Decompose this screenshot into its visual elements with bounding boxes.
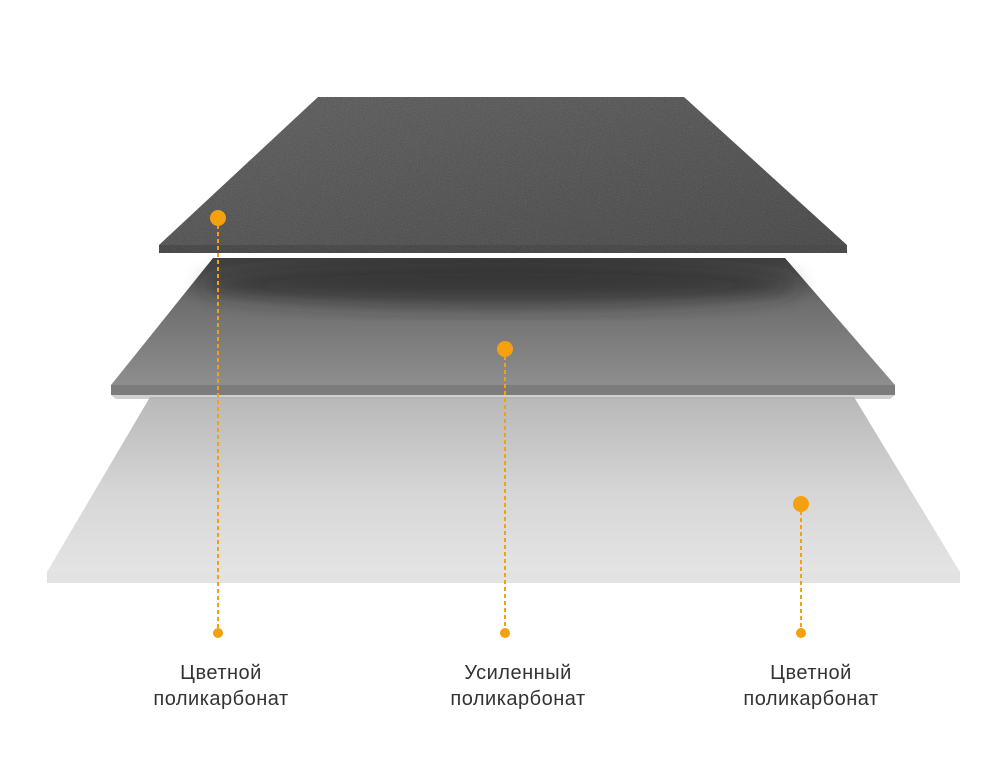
marker-dot-bottom [793,496,809,512]
marker-dot-top [210,210,226,226]
end-dot-middle [500,628,510,638]
caption-bottom-line2: поликарбонат [743,688,879,710]
marker-dot-middle [497,341,513,357]
caption-middle-layer: Усиленный поликарбонат [388,660,648,712]
caption-bottom-line1: Цветной [770,662,852,684]
caption-top-line2: поликарбонат [153,688,289,710]
end-dot-top [213,628,223,638]
top-sheet-shadow [200,263,800,307]
caption-middle-line2: поликарбонат [450,688,586,710]
leader-top [210,210,226,638]
caption-bottom-layer: Цветной поликарбонат [681,660,941,712]
bottom-sheet [47,397,960,583]
end-dot-bottom [796,628,806,638]
caption-top-layer: Цветной поликарбонат [91,660,351,712]
leader-middle [497,341,513,638]
caption-middle-line1: Усиленный [464,662,572,684]
caption-top-line1: Цветной [180,662,262,684]
leader-bottom [793,496,809,638]
top-sheet [159,97,847,253]
